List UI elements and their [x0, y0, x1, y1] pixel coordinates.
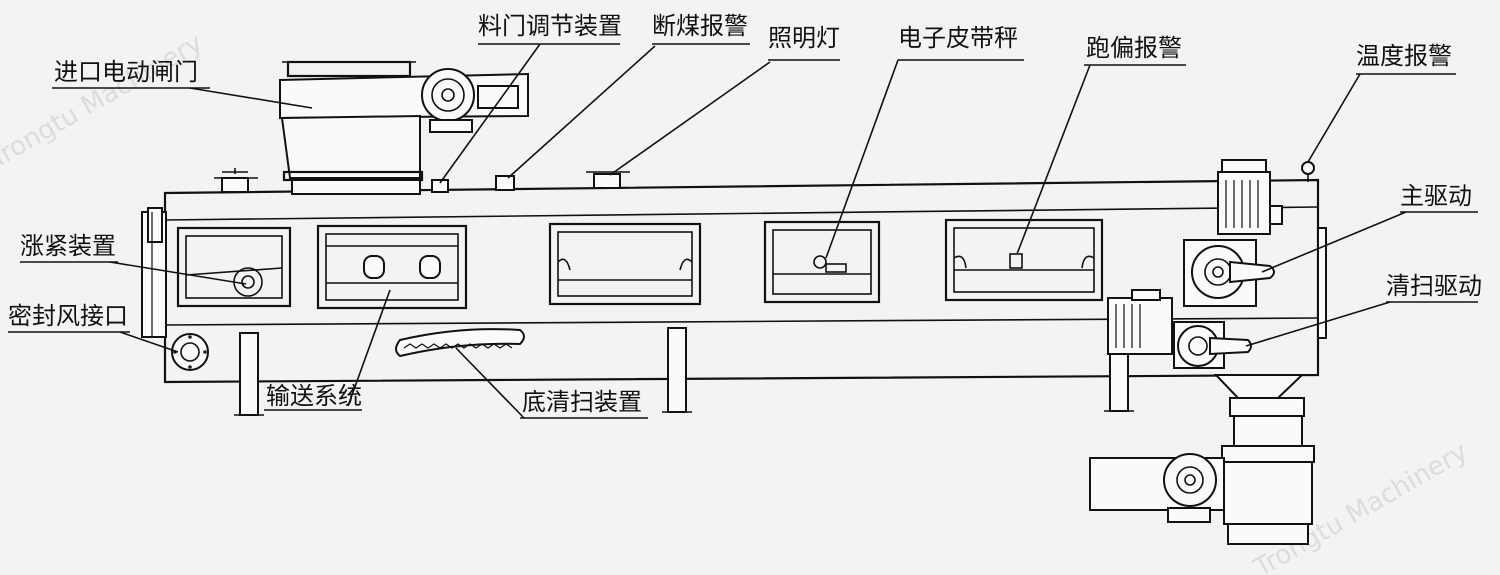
label-main-drive: 主驱动: [1400, 182, 1472, 210]
label-lighting: 照明灯: [768, 24, 840, 52]
label-belt-scale: 电子皮带秤: [898, 24, 1018, 52]
bottom-cleaning-chain: [395, 328, 525, 358]
inlet-hopper: [279, 60, 529, 195]
seal-air-flange: [171, 333, 209, 371]
label-deviation-alarm: 跑偏报警: [1086, 34, 1182, 62]
inspection-windows: [176, 218, 1104, 310]
main-drive: [1183, 159, 1283, 307]
label-material-gate: 料门调节装置: [478, 12, 622, 40]
label-seal-air-port: 密封风接口: [8, 302, 128, 330]
label-conveying-system: 输送系统: [266, 382, 362, 410]
label-bottom-cleaning: 底清扫装置: [522, 388, 642, 416]
label-coal-break-alarm: 断煤报警: [652, 12, 748, 40]
watermark-left: Trongtu Machinery: [0, 28, 208, 175]
label-inlet-gate: 进口电动闸门: [54, 58, 198, 86]
top-nozzles: [214, 168, 630, 193]
right-end-frame: [1317, 227, 1327, 339]
left-end-frame: [141, 207, 167, 338]
discharge-chute: [1089, 374, 1315, 545]
label-temperature-alarm: 温度报警: [1356, 42, 1452, 70]
cleaning-drive: [1107, 289, 1252, 369]
label-cleaning-drive: 清扫驱动: [1386, 272, 1482, 300]
leader-lines: [8, 43, 1478, 419]
support-legs: [234, 324, 1134, 416]
label-tensioner: 涨紧装置: [20, 232, 116, 260]
